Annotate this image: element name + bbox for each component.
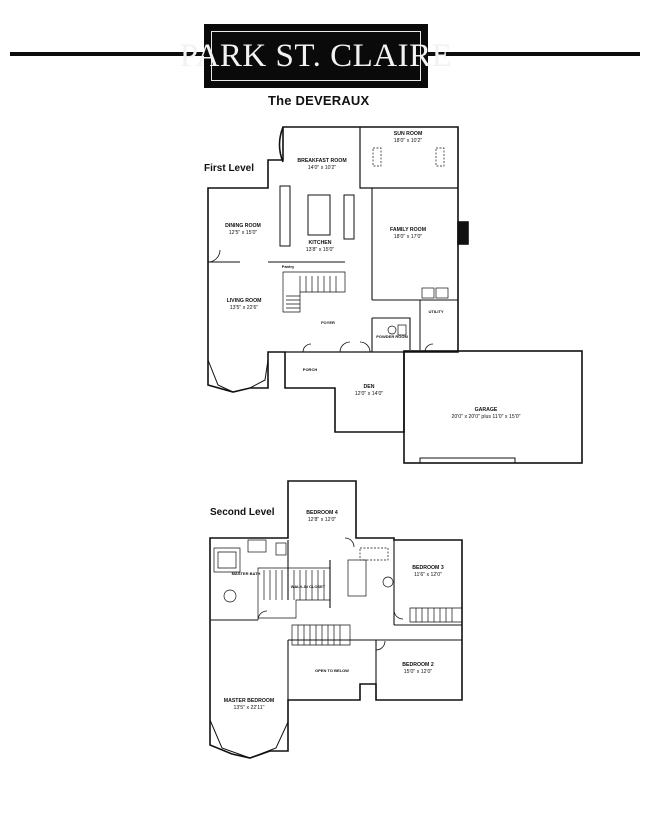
living-room-name: LIVING ROOM — [226, 298, 262, 304]
walk-in-closet-label: WALK-IN CLOSET — [290, 584, 326, 589]
kitchen-size: 13'8" x 15'0" — [305, 246, 335, 253]
second-level-heading: Second Level — [210, 507, 275, 518]
first-level-heading: First Level — [204, 163, 255, 174]
dining-room-name: DINING ROOM — [225, 223, 261, 229]
foyer-label: FOYER — [321, 320, 335, 325]
bedroom-4-name: BEDROOM 4 — [306, 510, 338, 516]
den-label: DEN 12'0" x 14'0" — [355, 384, 383, 397]
kitchen-label: KITCHEN 13'8" x 15'0" — [306, 240, 334, 253]
breakfast-bay — [278, 126, 284, 163]
bedroom-3-size: 11'6" x 12'0" — [413, 571, 443, 578]
open-to-below-label: OPEN TO BELOW — [315, 668, 349, 673]
master-bath-label: MASTER BATH — [231, 571, 261, 576]
garage-label: GARAGE 20'0" x 20'0" plus 11'0" x 15'0" — [452, 407, 521, 420]
family-room-size: 18'0" x 17'0" — [393, 233, 423, 240]
pantry-label: Pantry — [281, 264, 295, 269]
sun-room-label: SUN ROOM 18'0" x 10'2" — [394, 131, 423, 144]
dining-room-label: DINING ROOM 12'5" x 15'0" — [225, 223, 261, 236]
family-room-label: FAMILY ROOM 18'0" x 17'0" — [390, 227, 426, 240]
family-room-name: FAMILY ROOM — [389, 227, 427, 233]
living-room-label: LIVING ROOM 13'5" x 22'6" — [227, 298, 262, 311]
den-size: 12'0" x 14'0" — [354, 390, 384, 397]
bedroom-3-label: BEDROOM 3 11'6" x 12'0" — [412, 565, 443, 578]
dining-room-size: 12'5" x 15'0" — [228, 229, 258, 236]
first-level-outline — [207, 126, 459, 433]
breakfast-room-name: BREAKFAST ROOM — [297, 158, 347, 164]
bedroom-2-label: BEDROOM 2 15'0" x 12'0" — [402, 662, 433, 675]
breakfast-room-size: 14'0" x 10'2" — [307, 164, 337, 171]
brand-logo: PARK ST. CLAIRE — [180, 24, 452, 88]
second-level-outline — [209, 480, 463, 759]
sun-room-name: SUN ROOM — [393, 131, 423, 137]
brand-logo-frame: PARK ST. CLAIRE — [180, 31, 452, 81]
porch-label: PORCH — [302, 367, 318, 372]
garage-size: 20'0" x 20'0" plus 11'0" x 15'0" — [451, 413, 521, 420]
bedroom-2-size: 15'0" x 12'0" — [403, 668, 433, 675]
utility-label: UTILITY — [428, 309, 444, 314]
sun-room-size: 18'0" x 10'2" — [393, 137, 423, 144]
master-bedroom-name: MASTER BEDROOM — [223, 698, 275, 704]
breakfast-room-label: BREAKFAST ROOM 14'0" x 10'2" — [297, 158, 346, 171]
kitchen-name: KITCHEN — [308, 240, 332, 246]
master-bedroom-label: MASTER BEDROOM 13'5" x 22'11" — [224, 698, 274, 711]
garage-outline — [403, 350, 583, 464]
bedroom-3-name: BEDROOM 3 — [412, 565, 444, 571]
model-title: The DEVERAUX — [268, 93, 370, 108]
header-rule-right — [428, 52, 640, 56]
brand-logo-text: PARK ST. CLAIRE — [179, 37, 453, 74]
garage-name: GARAGE — [474, 407, 498, 413]
bedroom-4-label: BEDROOM 4 12'8" x 12'0" — [306, 510, 337, 523]
bedroom-2-name: BEDROOM 2 — [402, 662, 434, 668]
bedroom-4-size: 12'8" x 12'0" — [307, 516, 337, 523]
powder-room-label: POWDER ROOM — [376, 334, 408, 339]
header-rule-left — [10, 52, 204, 56]
master-bedroom-size: 13'5" x 22'11" — [233, 704, 265, 711]
den-name: DEN — [363, 384, 375, 390]
living-room-size: 13'5" x 22'6" — [229, 304, 259, 311]
